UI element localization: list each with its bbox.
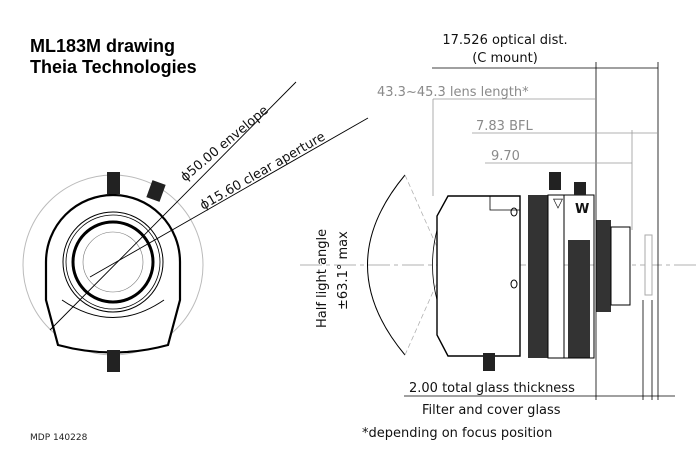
side-knob bbox=[146, 180, 166, 202]
title-line1: ML183M drawing bbox=[30, 36, 175, 56]
glass-thickness-label: 2.00 total glass thickness bbox=[409, 381, 575, 396]
bfl-label: 7.83 BFL bbox=[476, 119, 533, 134]
ring-mark-triangle: ▽ bbox=[553, 196, 563, 211]
zoom-ring bbox=[568, 240, 590, 358]
optical-dist-label: 17.526 optical dist. bbox=[442, 33, 567, 48]
half-angle-label: Half light angle bbox=[315, 229, 330, 328]
cover-glass bbox=[644, 234, 653, 296]
zoom-knob bbox=[574, 182, 586, 195]
footnote: *depending on focus position bbox=[362, 426, 552, 441]
field-arc bbox=[367, 174, 406, 356]
drawing-id: MDP 140228 bbox=[30, 433, 88, 443]
top-knob bbox=[107, 172, 120, 194]
ring-band bbox=[547, 194, 565, 359]
bottom-knob bbox=[107, 350, 120, 372]
rear-mount bbox=[610, 226, 631, 306]
lens-barrel bbox=[436, 195, 521, 357]
glass-label: Filter and cover glass bbox=[422, 403, 561, 418]
dimension-lines bbox=[404, 62, 675, 400]
ring-mark-w: W bbox=[575, 202, 589, 217]
bottom-knob-side bbox=[483, 353, 495, 371]
angle-value-label: ±63.1° max bbox=[336, 231, 351, 310]
c-mount-thread bbox=[596, 220, 611, 312]
lens-length-label: 43.3~45.3 lens length* bbox=[377, 85, 529, 100]
flange-label: 9.70 bbox=[491, 149, 520, 164]
focus-knob bbox=[549, 172, 561, 190]
front-view bbox=[22, 81, 369, 372]
mount-label: (C mount) bbox=[472, 51, 538, 66]
side-view bbox=[300, 172, 700, 371]
focus-ring bbox=[528, 195, 548, 358]
title-line2: Theia Technologies bbox=[30, 57, 197, 77]
aperture-ring bbox=[71, 220, 155, 304]
